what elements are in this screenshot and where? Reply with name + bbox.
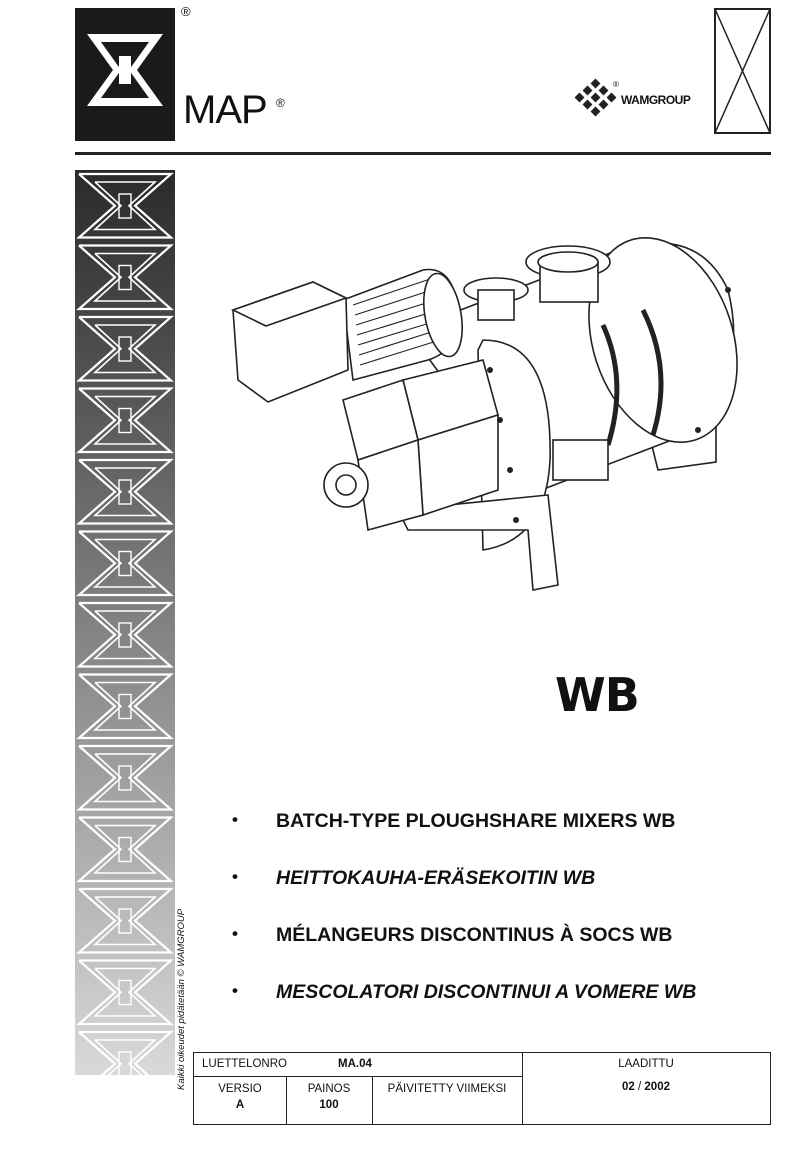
registered-mark: ®	[181, 4, 191, 19]
map-logo-mark	[75, 8, 175, 141]
title-italian: • MESCOLATORI DISCONTINUI A VOMERE WB	[232, 979, 772, 1006]
title-text: MESCOLATORI DISCONTINUI A VOMERE WB	[276, 981, 697, 1003]
wamgroup-name: WAMGROUP	[621, 93, 691, 107]
side-logo-strip	[75, 170, 175, 1075]
model-code: WB	[555, 668, 640, 722]
corner-x-box	[714, 8, 771, 134]
document-info-table: LUETTELONRO MA.04 VERSIO A PAINOS 100 PÄ…	[193, 1052, 771, 1125]
title-english: • BATCH-TYPE PLOUGHSHARE MIXERS WB	[232, 808, 772, 835]
version-label: VERSIO	[218, 1083, 262, 1095]
title-text: BATCH-TYPE PLOUGHSHARE MIXERS WB	[276, 810, 676, 832]
product-title-list: • BATCH-TYPE PLOUGHSHARE MIXERS WB • HEI…	[232, 808, 772, 1006]
issued-year: 2002	[644, 1081, 670, 1093]
title-text: HEITTOKAUHA-ERÄSEKOITIN WB	[276, 867, 596, 889]
brand-name: MAP	[183, 88, 268, 132]
catalogue-value: MA.04	[338, 1058, 372, 1070]
bullet: •	[232, 810, 238, 829]
issued-month: 02	[622, 1081, 635, 1093]
title-french: • MÉLANGEURS DISCONTINUS À SOCS WB	[232, 922, 772, 949]
issued-date: 02 / 2002	[522, 1081, 770, 1093]
title-finnish: • HEITTOKAUHA-ERÄSEKOITIN WB	[232, 865, 772, 892]
edition-label: PAINOS	[307, 1083, 351, 1095]
brand-registered-mark: ®	[276, 96, 285, 110]
catalogue-label: LUETTELONRO	[202, 1058, 287, 1070]
bullet: •	[232, 981, 238, 1000]
wamgroup-registered-mark: ®	[613, 80, 619, 89]
mixer-illustration	[228, 230, 748, 600]
issued-separator: /	[638, 1081, 642, 1093]
wamgroup-logo	[574, 78, 704, 118]
version-value: A	[235, 1099, 245, 1111]
bullet: •	[232, 867, 238, 886]
copyright-notice: Kaikki oikeudet pidätetään © WAMGROUP	[176, 908, 187, 1090]
updated-label: PÄIVITETTY VIIMEKSI	[387, 1083, 507, 1095]
bullet: •	[232, 924, 238, 943]
title-text: MÉLANGEURS DISCONTINUS À SOCS WB	[276, 924, 673, 946]
issued-label: LAADITTU	[618, 1058, 674, 1070]
edition-value: 100	[319, 1099, 339, 1111]
header-divider	[75, 152, 771, 155]
